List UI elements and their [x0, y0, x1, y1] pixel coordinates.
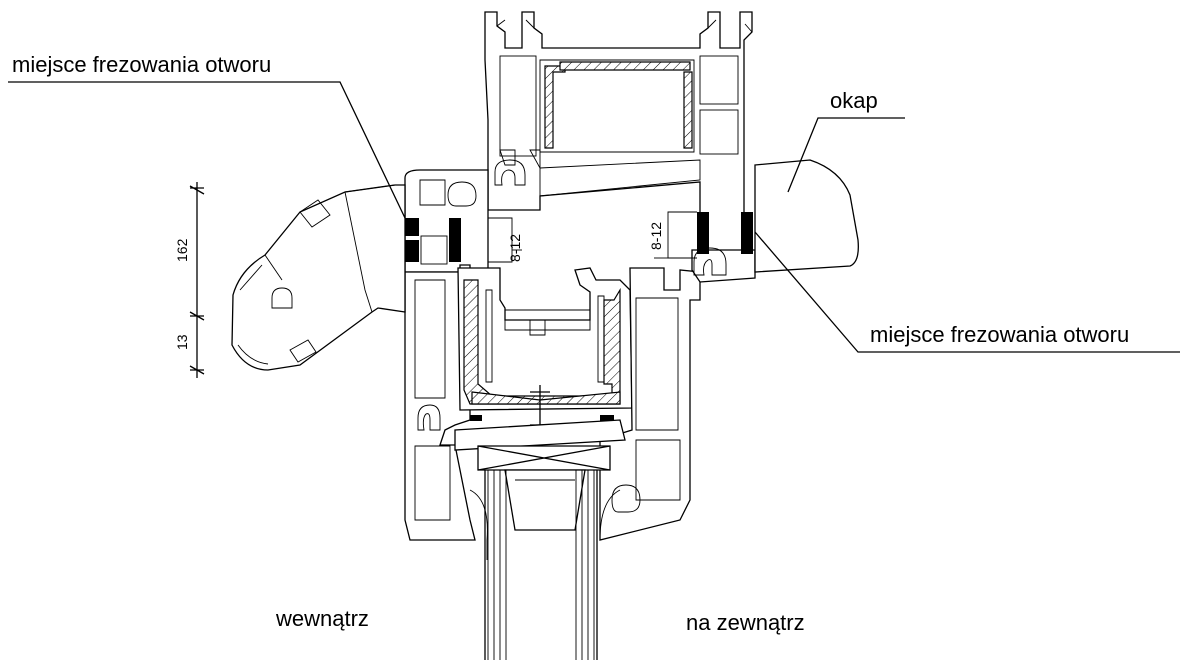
leader-milling-left — [8, 81, 406, 219]
dimension-162: 162 — [174, 238, 190, 262]
dim-tick-bottom — [189, 365, 205, 375]
gap-dimension-right: 8-12 — [648, 211, 697, 259]
hinge-cover — [231, 184, 406, 371]
label-drip-cap: okap — [830, 88, 878, 113]
label-outside: na zewnątrz — [686, 610, 805, 635]
gap-label-right: 8-12 — [648, 222, 664, 250]
vertical-dimension-chain: 162 13 — [174, 182, 205, 378]
drip-cap-shape — [754, 159, 859, 273]
label-milling-right: miejsce frezowania otworu — [870, 322, 1129, 347]
gap-dimension-left: 8-12 — [488, 217, 523, 263]
label-inside: wewnątrz — [275, 606, 369, 631]
centre-sash — [457, 267, 633, 440]
gap-label-left: 8-12 — [507, 234, 523, 262]
dim-tick-top — [189, 185, 205, 195]
dimension-13: 13 — [174, 334, 190, 350]
gaskets — [405, 212, 753, 421]
leader-drip-cap — [787, 117, 905, 193]
leader-milling-right — [754, 231, 1180, 353]
leader-lines — [8, 81, 1180, 353]
left-frame — [404, 169, 489, 541]
dim-tick-middle — [189, 311, 205, 321]
glazing-bead — [454, 419, 626, 660]
upper-profile — [484, 11, 753, 273]
label-milling-left: miejsce frezowania otworu — [12, 52, 271, 77]
